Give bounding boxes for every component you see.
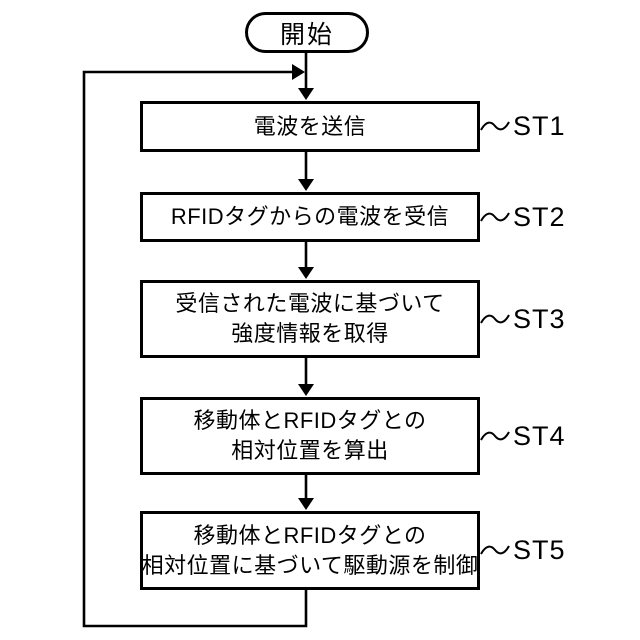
arrowhead-st2-icon xyxy=(298,179,314,191)
step-label-st5-text: ST5 xyxy=(513,534,566,565)
step-st3-text-line1: 受信された電波に基づいて xyxy=(175,291,445,316)
step-st4-text-line2: 相対位置を算出 xyxy=(231,438,389,463)
arrowhead-st3-icon xyxy=(298,267,314,279)
step-box-st4: 移動体とRFIDタグとの 相対位置を算出 xyxy=(140,397,480,475)
step-st4-text-line1: 移動体とRFIDタグとの xyxy=(193,408,427,433)
step-st3-text-line2: 強度情報を取得 xyxy=(231,321,389,346)
tilde-connector-st3 xyxy=(480,314,510,324)
arrowhead-st1-icon xyxy=(298,88,314,100)
step-label-st1: ST1 xyxy=(513,110,583,142)
step-label-st2-text: ST2 xyxy=(513,201,566,232)
step-label-st4-text: ST4 xyxy=(513,420,566,451)
tilde-connector-st2 xyxy=(480,212,510,222)
arrowhead-st5-icon xyxy=(298,498,314,510)
step-st2-text: RFIDタグからの電波を受信 xyxy=(170,204,450,229)
step-st5-text-line2: 相対位置に基づいて駆動源を制御 xyxy=(141,552,479,578)
step-label-st4: ST4 xyxy=(513,420,583,452)
step-box-st3: 受信された電波に基づいて 強度情報を取得 xyxy=(140,280,480,358)
step-label-st1-text: ST1 xyxy=(513,110,566,141)
step-st1-text: 電波を送信 xyxy=(253,113,367,139)
tilde-connector-st4 xyxy=(480,431,510,441)
arrowhead-st4-icon xyxy=(298,384,314,396)
loop-back-arrowhead-icon xyxy=(292,64,305,80)
step-label-st3-text: ST3 xyxy=(513,303,566,334)
tilde-connector-st5 xyxy=(480,545,510,555)
step-label-st3: ST3 xyxy=(513,303,583,335)
step-st5-text-line1: 移動体とRFIDタグとの xyxy=(193,522,427,548)
step-box-st5: 移動体とRFIDタグとの 相対位置に基づいて駆動源を制御 xyxy=(140,511,480,590)
step-label-st5: ST5 xyxy=(513,534,583,566)
start-label: 開始 xyxy=(279,20,334,49)
start-terminal: 開始 xyxy=(245,12,369,53)
step-box-st1: 電波を送信 xyxy=(140,101,480,152)
tilde-connector-st1 xyxy=(480,121,510,131)
step-box-st2: RFIDタグからの電波を受信 xyxy=(140,192,480,242)
step-label-st2: ST2 xyxy=(513,201,583,233)
